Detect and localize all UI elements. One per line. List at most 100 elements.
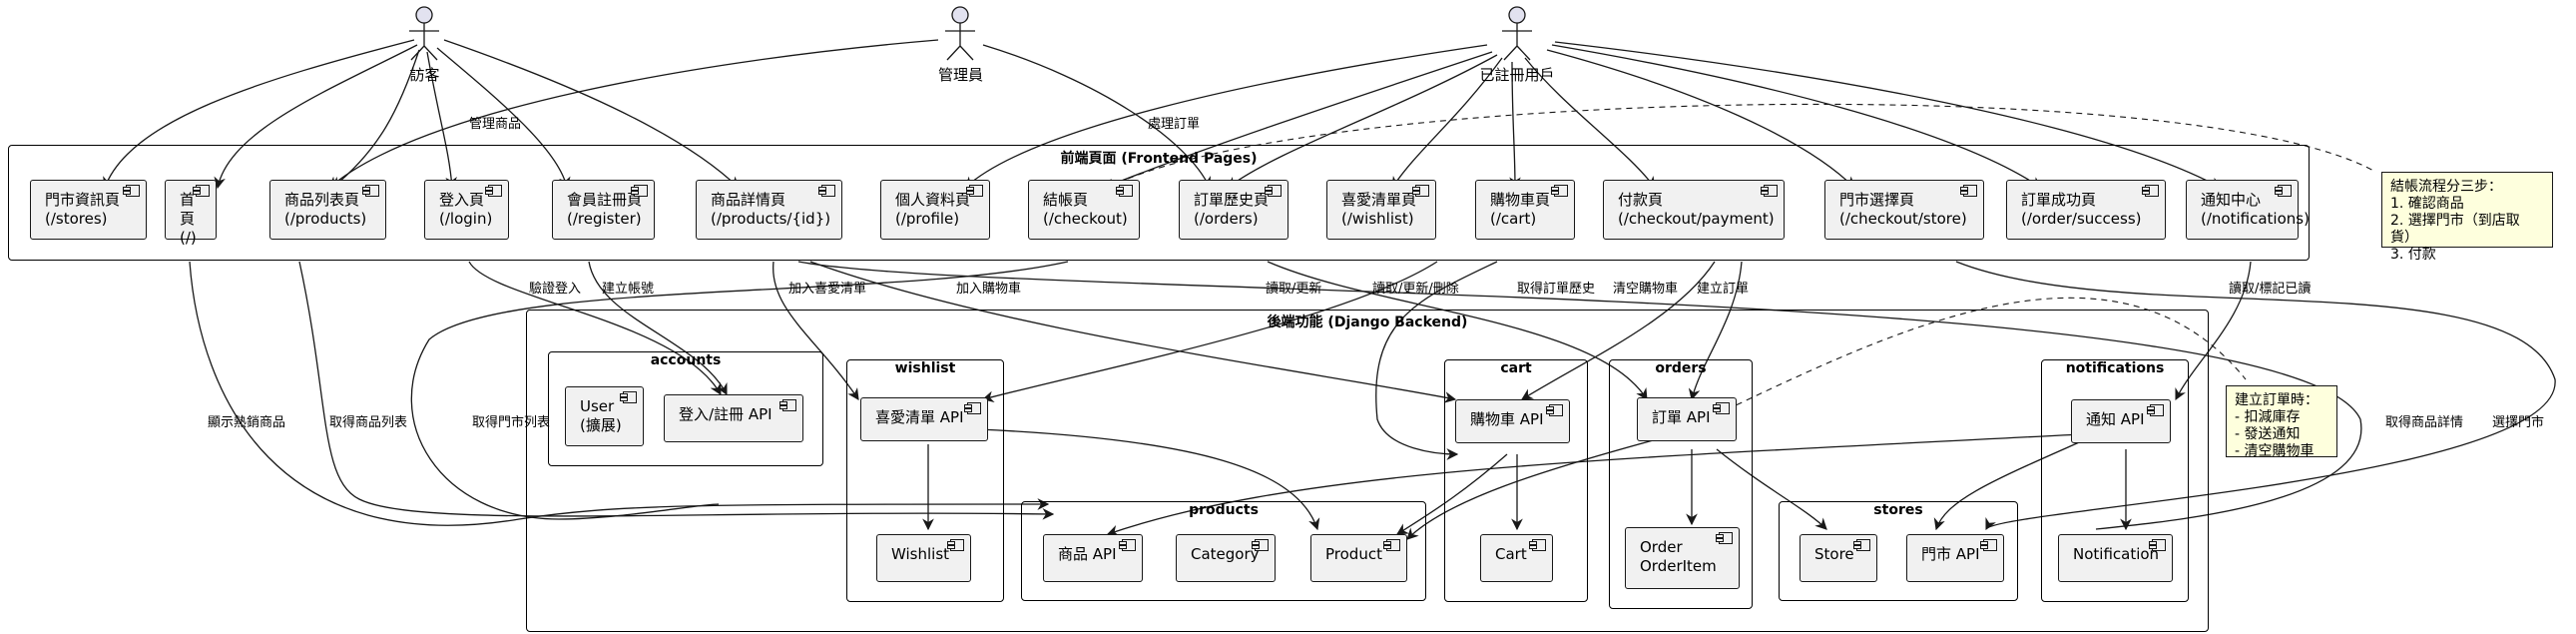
actor-label: 已註冊用戶 — [1479, 66, 1555, 84]
component-category[interactable]: Category — [1176, 534, 1276, 582]
edge-user-orders — [1227, 54, 1498, 189]
edge-orders-order-api — [1267, 261, 1648, 400]
frontend-package-title: 前端頁面 (Frontend Pages) — [1060, 151, 1258, 167]
package-cart-title: cart — [1500, 360, 1532, 376]
edge-wishlistapi-product — [977, 428, 1320, 531]
package-notifications-title: notifications — [2065, 360, 2165, 376]
edge-user-payment — [1524, 57, 1656, 189]
component-icon — [485, 185, 502, 197]
page-order-success[interactable]: 訂單成功頁 (/order/success) — [2006, 180, 2166, 240]
component-icon — [620, 391, 637, 403]
component-icon — [1383, 539, 1400, 551]
page-wishlist[interactable]: 喜愛清單頁 (/wishlist) — [1326, 180, 1436, 240]
edge-user-order-success — [1551, 44, 2042, 189]
package-notifications: notifications — [2041, 359, 2189, 602]
component-order-model[interactable]: Order OrderItem — [1625, 527, 1740, 589]
component-icon — [631, 185, 648, 197]
component-product-api[interactable]: 商品 API — [1043, 534, 1143, 582]
component-product-api-label: 商品 API — [1058, 545, 1117, 563]
edge-visitor-stores — [103, 39, 415, 190]
page-store-select[interactable]: 門市選擇頁 (/checkout/store) — [1824, 180, 1984, 240]
edge-label-create-account: 建立帳號 — [602, 282, 655, 297]
component-icon — [966, 185, 983, 197]
edge-label-process-orders: 處理訂單 — [1148, 117, 1201, 132]
page-checkout[interactable]: 結帳頁 (/checkout) — [1028, 180, 1140, 240]
page-profile[interactable]: 個人資料頁 (/profile) — [880, 180, 990, 240]
component-order-model-label: Order OrderItem — [1640, 538, 1717, 575]
package-cart: cart — [1444, 359, 1588, 602]
component-cart-api-label: 購物車 API — [1470, 410, 1544, 428]
package-products-title: products — [1189, 502, 1259, 518]
edge-detail-wishlist — [773, 261, 859, 400]
page-notifications[interactable]: 通知中心 (/notifications) — [2186, 180, 2310, 240]
page-register[interactable]: 會員註冊頁 (/register) — [552, 180, 655, 240]
edge-visitor-detail — [443, 39, 740, 189]
page-home[interactable]: 首頁 (/) — [165, 180, 217, 247]
page-stores[interactable]: 門市資訊頁 (/stores) — [30, 180, 147, 240]
page-payment[interactable]: 付款頁 (/checkout/payment) — [1603, 180, 1785, 240]
frontend-package: 前端頁面 (Frontend Pages) — [8, 145, 2310, 261]
component-wishlist-model-label: Wishlist — [891, 545, 950, 563]
page-login[interactable]: 登入頁 (/login) — [424, 180, 509, 240]
page-checkout-label: 結帳頁 (/checkout) — [1043, 191, 1128, 228]
page-cart-label: 購物車頁 (/cart) — [1490, 191, 1551, 228]
component-wishlist-api[interactable]: 喜愛清單 API — [860, 397, 988, 441]
edge-user-wishlist — [1391, 57, 1503, 189]
component-icon — [1546, 404, 1563, 416]
edge-cartpage-api — [1375, 261, 1498, 460]
component-user[interactable]: User (擴展) — [565, 386, 644, 446]
page-order-success-label: 訂單成功頁 (/order/success) — [2021, 191, 2142, 228]
page-store-select-label: 門市選擇頁 (/checkout/store) — [1839, 191, 1967, 228]
component-notification-model[interactable]: Notification — [2058, 534, 2173, 582]
actor-label: 管理員 — [937, 66, 983, 84]
component-icon — [1761, 185, 1778, 197]
note-link-order — [1716, 297, 2247, 415]
edge-label-read-update-delete: 讀取/更新/刪除 — [1372, 282, 1459, 297]
component-auth-api[interactable]: 登入/註冊 API — [664, 394, 803, 442]
component-icon — [1713, 402, 1730, 414]
component-icon — [2147, 404, 2164, 416]
component-icon — [1960, 185, 1977, 197]
component-icon — [123, 185, 140, 197]
page-wishlist-label: 喜愛清單頁 (/wishlist) — [1341, 191, 1417, 228]
page-product-detail[interactable]: 商品詳情頁 (/products/{id}) — [696, 180, 842, 240]
component-icon — [779, 399, 796, 411]
component-icon — [2142, 185, 2159, 197]
component-store-api[interactable]: 門市 API — [1906, 534, 2004, 582]
note-checkout-flow: 結帳流程分三步： 1. 確認商品 2. 選擇門市（到店取貨） 3. 付款 — [2381, 172, 2553, 263]
edge-notifpage-api — [2175, 261, 2252, 401]
component-icon — [1716, 532, 1733, 544]
component-order-api[interactable]: 訂單 API — [1637, 397, 1737, 441]
package-products: products — [1021, 501, 1426, 601]
page-product-detail-label: 商品詳情頁 (/products/{id}) — [711, 191, 831, 228]
edge-label-add-cart: 加入購物車 — [956, 282, 1022, 297]
component-cart-api[interactable]: 購物車 API — [1455, 399, 1570, 443]
package-orders: orders — [1609, 359, 1753, 609]
package-stores-title: stores — [1873, 502, 1923, 518]
edge-admin-orders — [982, 44, 1211, 190]
edge-user-notifications — [1554, 41, 2223, 189]
component-wishlist-model[interactable]: Wishlist — [876, 534, 971, 582]
component-notification-api-label: 通知 API — [2086, 410, 2145, 428]
page-products[interactable]: 商品列表頁 (/products) — [269, 180, 386, 240]
edge-productslist-api — [298, 261, 1055, 520]
note-order-created: 建立訂單時： - 扣減庫存 - 發送通知 - 清空購物車 — [2226, 385, 2337, 459]
page-orders[interactable]: 訂單歷史頁 (/orders) — [1179, 180, 1288, 240]
component-store-model[interactable]: Store — [1800, 534, 1877, 582]
page-payment-label: 付款頁 (/checkout/payment) — [1618, 191, 1775, 228]
page-home-label: 首頁 (/) — [180, 191, 197, 247]
component-cart-model[interactable]: Cart — [1480, 534, 1553, 582]
edge-notifapi-product — [1106, 433, 2082, 537]
edge-label-create-order: 建立訂單 — [1697, 282, 1750, 297]
edge-detail-cart — [809, 261, 1457, 403]
edge-payment-cart — [1521, 261, 1716, 400]
edge-storeselect-storeapi — [1955, 261, 2556, 531]
component-cart-model-label: Cart — [1495, 545, 1527, 563]
page-orders-label: 訂單歷史頁 (/orders) — [1194, 191, 1270, 228]
component-product[interactable]: Product — [1310, 534, 1407, 582]
actor-registered-user: 已註冊用戶 — [1477, 4, 1557, 85]
component-icon — [2275, 185, 2292, 197]
edge-checkout-products — [410, 261, 1069, 520]
page-cart[interactable]: 購物車頁 (/cart) — [1475, 180, 1575, 240]
component-notification-api[interactable]: 通知 API — [2071, 399, 2171, 443]
